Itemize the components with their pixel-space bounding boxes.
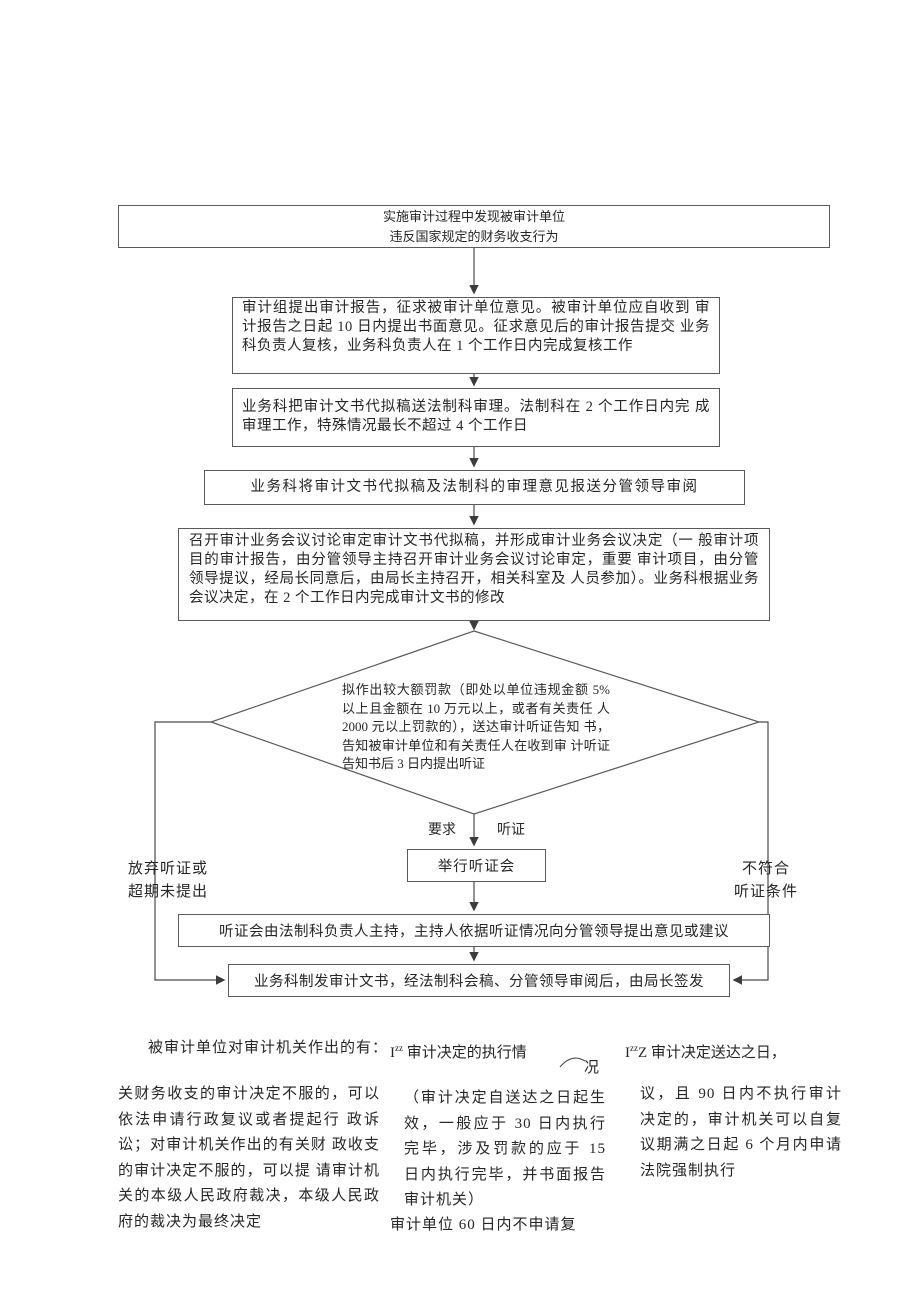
step-issue-documents: 业务科制发审计文书，经法制科会稿、分管领导审阅后，由局长签发: [228, 964, 730, 997]
note-left-body: 关财务收支的审计决定不服的，可以依法申请行政复议或者提起行 政诉讼；对审计机关作…: [118, 1086, 380, 1230]
note-right-body: 议，且 90 日内不执行审计决定的，审计机关可以自复议期满之日起 6 个月内申请…: [640, 1086, 842, 1179]
right-branch-label: 不符合 听证条件: [716, 858, 816, 904]
note-left-intro: 被审计单位对审计机关作出的有：: [148, 1040, 389, 1056]
branch-request-label-2: 听证: [497, 823, 525, 838]
step-hearing-host-text: 听证会由法制科负责人主持，主持人依据听证情况向分管领导提出意见或建议: [219, 924, 729, 940]
note-middle-header-tail-wrap: 况: [558, 1050, 618, 1080]
left-bypass-connector: [154, 721, 226, 985]
left-branch-line1: 放弃听证或: [128, 861, 209, 877]
right-branch-line2: 听证条件: [733, 884, 798, 900]
note-middle-header-tail: 况: [584, 1060, 600, 1076]
step-hold-hearing: 举行听证会: [407, 849, 546, 882]
branch-request-label-1: 要求: [428, 823, 456, 838]
right-branch-line1: 不符合: [741, 861, 790, 877]
note-right-sup: zz: [630, 1043, 638, 1053]
start-node-text: 实施审计过程中发现被审计单位 违反国家规定的财务收支行为: [383, 207, 565, 247]
left-branch-line2: 超期未提出: [128, 884, 209, 900]
step-hearing-host: 听证会由法制科负责人主持，主持人依据听证情况向分管领导提出意见或建议: [178, 914, 770, 947]
step-legal-review-text: 业务科把审计文书代拟稿送法制科审理。法制科在 2 个工作日内完 成审理工作，特殊…: [242, 399, 710, 434]
step-leader-review: 业务科将审计文书代拟稿及法制科的审理意见报送分管领导审阅: [204, 470, 745, 505]
note-middle-body: （审计决定自送达之日起生效，一般应于 30 日内执行完毕，涉及罚款的应于 15 …: [404, 1090, 606, 1208]
note-middle-prefix: I: [390, 1045, 395, 1061]
step-leader-review-text: 业务科将审计文书代拟稿及法制科的审理意见报送分管领导审阅: [250, 479, 699, 495]
left-branch-label: 放弃听证或 超期未提出: [128, 858, 238, 904]
start-line1: 实施审计过程中发现被审计单位: [382, 208, 565, 224]
step-business-meeting: 召开审计业务会议讨论审定审计文书代拟稿，并形成审计业务会议决定（一 般审计项目的…: [178, 528, 770, 621]
note-right-header-text: Z 审计决定送达之日，: [638, 1045, 786, 1061]
decision-diamond-text: 拟作出较大额罚款（即处以单位违规金额 5% 以上且金额在 10 万元以上，或者有…: [342, 682, 610, 771]
note-middle-sup: zz: [395, 1043, 403, 1053]
step-legal-review: 业务科把审计文书代拟稿送法制科审理。法制科在 2 个工作日内完 成审理工作，特殊…: [232, 388, 720, 447]
note-middle-body2: 审计单位 60 日内不申请复: [390, 1217, 577, 1233]
swash-mark-icon: [559, 1057, 586, 1068]
step-business-meeting-text: 召开审计业务会议讨论审定审计文书代拟稿，并形成审计业务会议决定（一 般审计项目的…: [189, 533, 759, 606]
start-line2: 违反国家规定的财务收支行为: [389, 228, 559, 244]
note-right-header: IzzZ 审计决定送达之日，: [625, 1036, 845, 1067]
note-middle-header: Izz 审计决定的执行情 况: [390, 1036, 618, 1096]
start-node: 实施审计过程中发现被审计单位 违反国家规定的财务收支行为: [118, 205, 830, 248]
step-issue-documents-text: 业务科制发审计文书，经法制科会稿、分管领导审阅后，由局长签发: [254, 974, 704, 990]
step-audit-report-text: 审计组提出审计报告，征求被审计单位意见。被审计单位应自收到 审计报告之日起 10…: [242, 300, 710, 354]
right-bypass-connector: [732, 721, 769, 985]
step-audit-report: 审计组提出审计报告，征求被审计单位意见。被审计单位应自收到 审计报告之日起 10…: [232, 297, 720, 374]
note-right-prefix: I: [625, 1045, 630, 1061]
step-hold-hearing-text: 举行听证会: [437, 859, 516, 875]
note-middle-header-text: 审计决定的执行情: [403, 1045, 527, 1061]
